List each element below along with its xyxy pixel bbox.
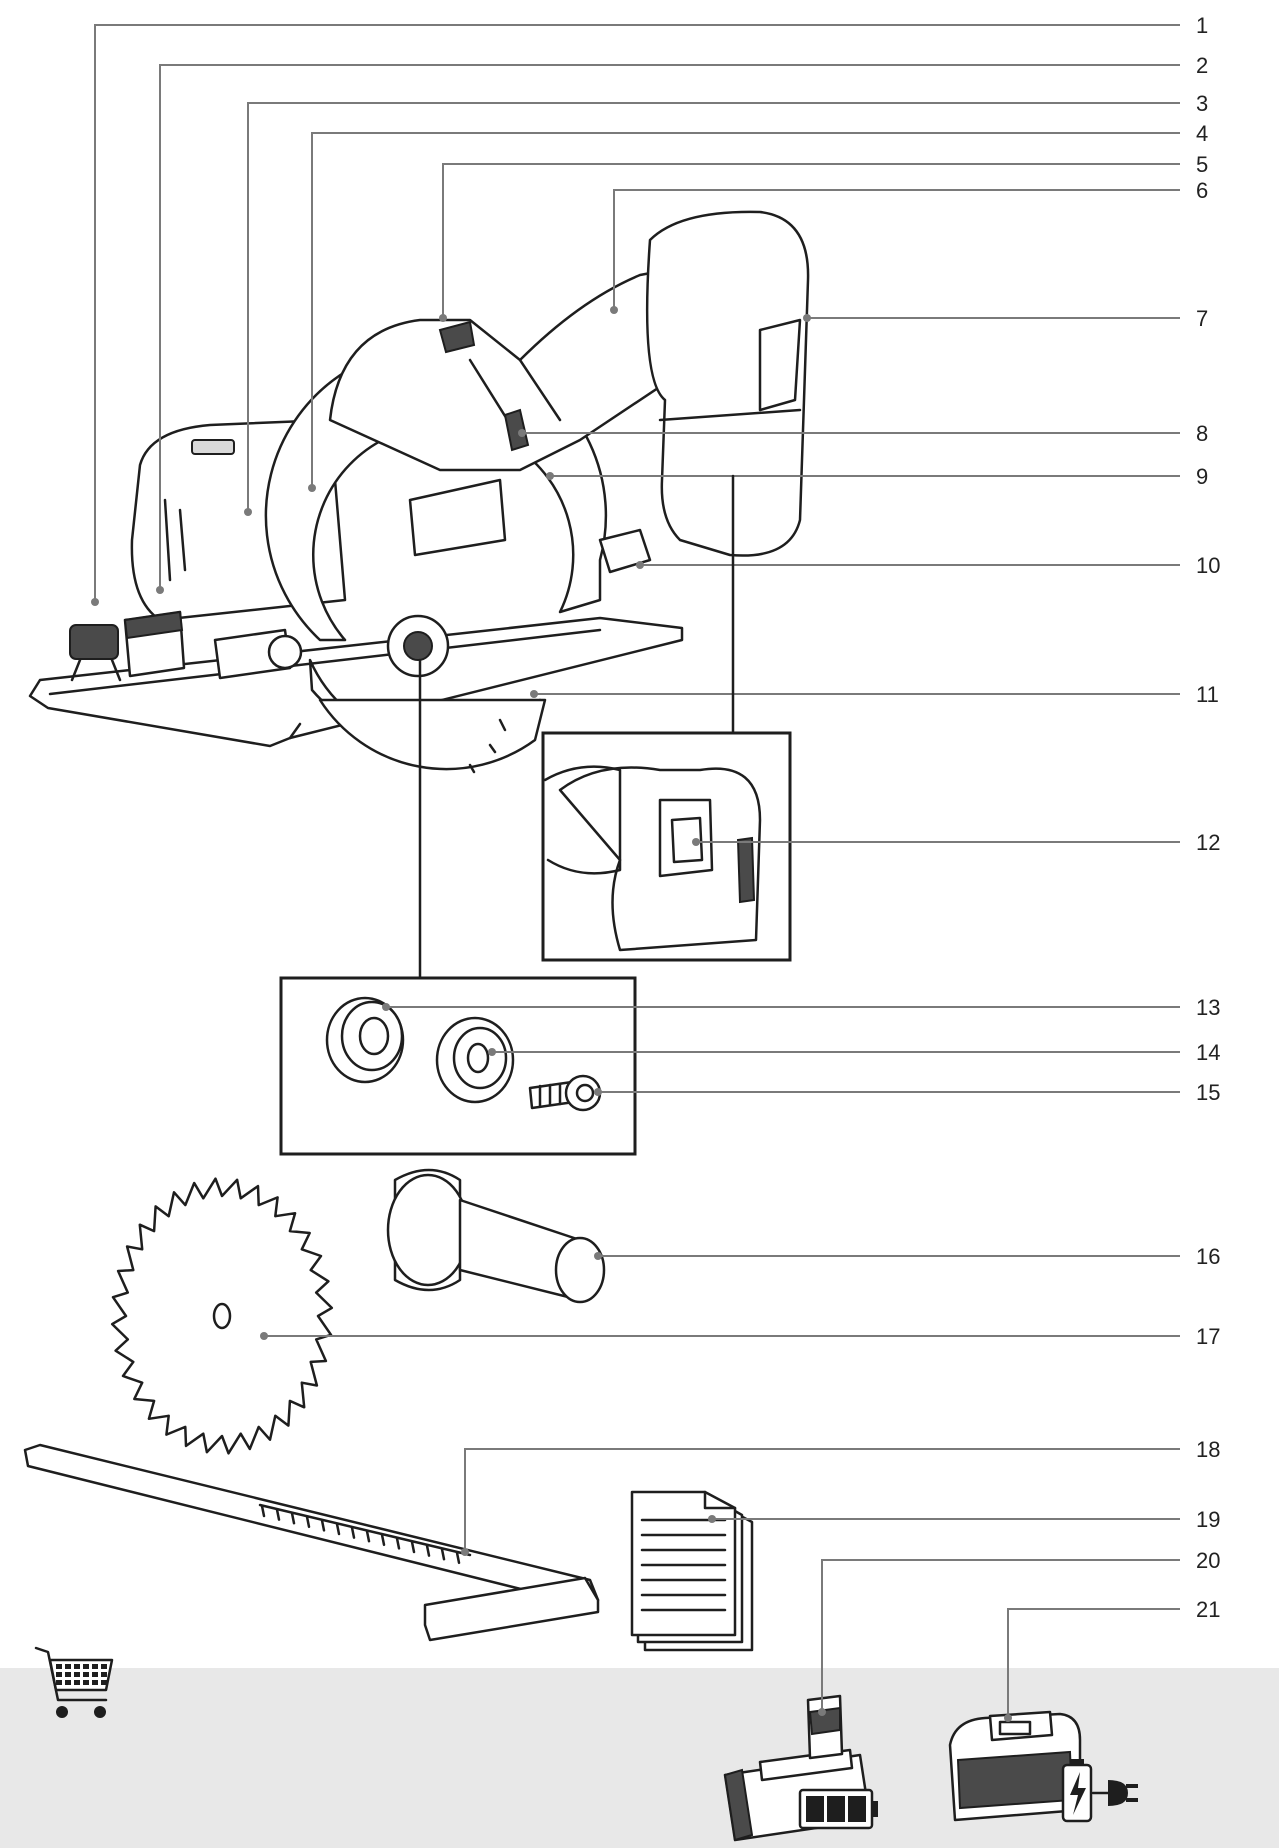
callout-6: 6 — [610, 178, 1208, 314]
callout-1: 1 — [91, 13, 1208, 606]
callout-number: 13 — [1196, 995, 1220, 1020]
callout-number: 15 — [1196, 1080, 1220, 1105]
callout-4: 4 — [308, 121, 1208, 492]
callout-3: 3 — [244, 91, 1208, 516]
callout-number: 9 — [1196, 464, 1208, 489]
callout-number: 8 — [1196, 421, 1208, 446]
callout-16: 16 — [594, 1244, 1220, 1269]
dust-adaptor-drawing — [386, 1168, 606, 1304]
charger-drawing — [948, 1710, 1082, 1822]
callout-7: 7 — [803, 306, 1208, 331]
flange-bolt-inset — [279, 976, 637, 1156]
callout-number: 18 — [1196, 1437, 1220, 1462]
callout-number: 3 — [1196, 91, 1208, 116]
callout-number: 7 — [1196, 306, 1208, 331]
callout-20: 20 — [818, 1548, 1220, 1716]
shopping-cart-icon — [34, 1646, 114, 1718]
battery-charging-icon — [1061, 1759, 1093, 1823]
callout-number: 4 — [1196, 121, 1208, 146]
manual-drawing — [630, 1490, 754, 1652]
callout-number: 21 — [1196, 1597, 1220, 1622]
callout-number: 14 — [1196, 1040, 1220, 1065]
callout-21: 21 — [1004, 1597, 1220, 1722]
callout-15: 15 — [594, 1080, 1220, 1105]
callout-11: 11 — [530, 682, 1219, 707]
callout-8: 8 — [518, 421, 1208, 446]
inset-connectors — [418, 474, 735, 980]
callout-number: 17 — [1196, 1324, 1220, 1349]
callout-number: 5 — [1196, 152, 1208, 177]
callout-12: 12 — [692, 830, 1220, 855]
circular-saw-drawing — [28, 210, 810, 774]
power-plug-icon — [1091, 1780, 1138, 1806]
callout-14: 14 — [488, 1040, 1220, 1065]
saw-blade-drawing — [110, 1177, 334, 1455]
callout-number: 19 — [1196, 1507, 1220, 1532]
callout-2: 2 — [156, 53, 1208, 594]
callout-10: 10 — [636, 553, 1220, 578]
callout-number: 6 — [1196, 178, 1208, 203]
callout-number: 16 — [1196, 1244, 1220, 1269]
callout-number: 2 — [1196, 53, 1208, 78]
callout-19: 19 — [708, 1507, 1220, 1532]
battery-full-icon — [798, 1788, 878, 1830]
callout-number: 20 — [1196, 1548, 1220, 1573]
callout-number: 12 — [1196, 830, 1220, 855]
callout-18: 18 — [461, 1437, 1220, 1556]
callout-number: 11 — [1196, 682, 1219, 707]
callout-number: 1 — [1196, 13, 1208, 38]
battery-socket-inset — [541, 731, 792, 962]
callout-17: 17 — [260, 1324, 1220, 1349]
callout-5: 5 — [439, 152, 1208, 322]
parallel-guide-drawing — [23, 1443, 600, 1642]
callout-number: 10 — [1196, 553, 1220, 578]
callout-13: 13 — [382, 995, 1220, 1020]
callout-9: 9 — [546, 464, 1208, 489]
